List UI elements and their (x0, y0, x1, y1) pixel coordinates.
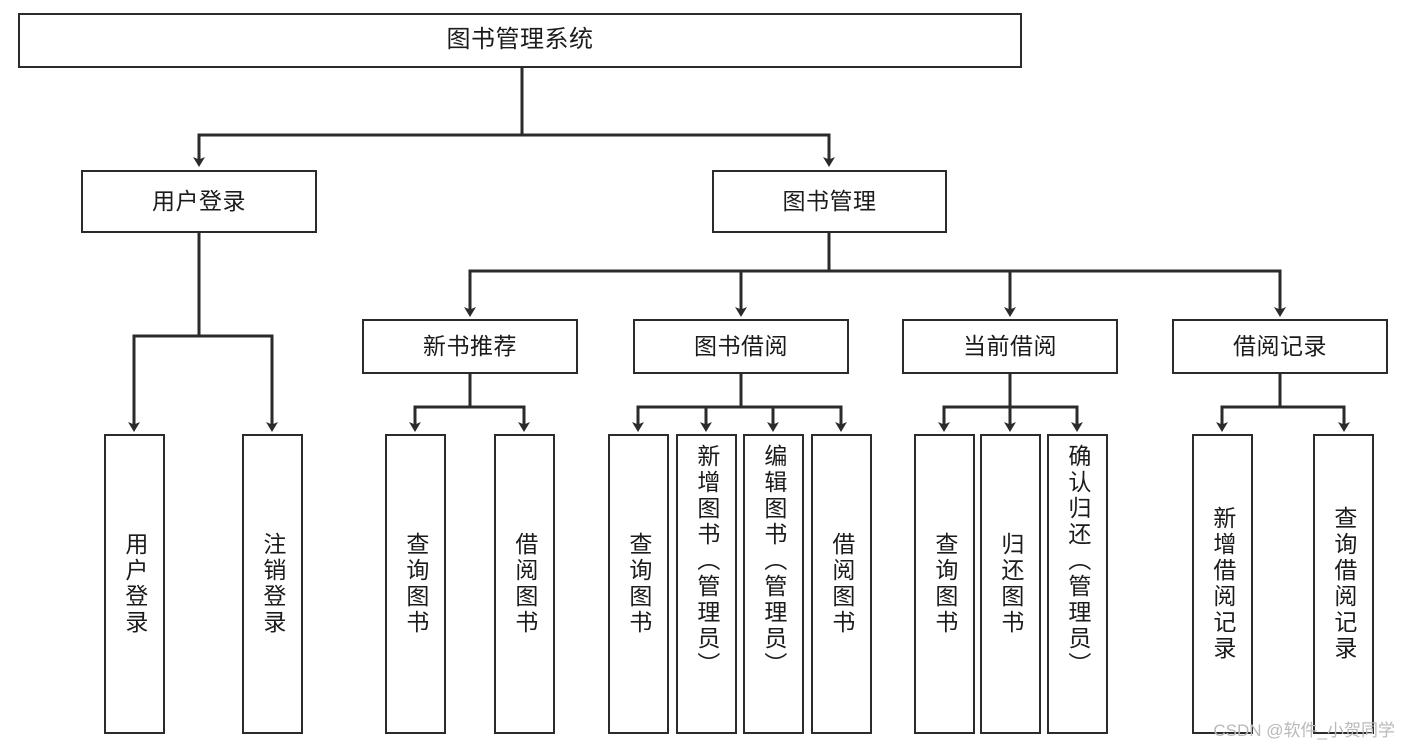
node-label: 确认归还（管理员） (1064, 444, 1091, 678)
leaf-query-book-recommend[interactable]: 查询图书 (385, 434, 446, 734)
node-label: 查询借阅记录 (1330, 506, 1357, 662)
node-book-manage[interactable]: 图书管理 (712, 170, 947, 233)
watermark-text: CSDN @软件_小贺同学 (1213, 721, 1395, 740)
node-label: 当前借阅 (963, 332, 1057, 359)
node-label: 借阅图书 (828, 532, 855, 636)
leaf-logout[interactable]: 注销登录 (242, 434, 303, 734)
node-label: 借阅图书 (511, 532, 538, 636)
node-label: 编辑图书（管理员） (760, 444, 787, 678)
node-label: 新增借阅记录 (1209, 506, 1236, 662)
node-user-login[interactable]: 用户登录 (81, 170, 317, 233)
node-label: 注销登录 (259, 532, 286, 636)
node-borrow-record[interactable]: 借阅记录 (1172, 319, 1388, 374)
node-label: 查询图书 (402, 532, 429, 636)
leaf-borrow-book-recommend[interactable]: 借阅图书 (494, 434, 555, 734)
node-label: 图书管理 (782, 187, 877, 214)
node-root-system[interactable]: 图书管理系统 (18, 13, 1022, 68)
leaf-query-borrow-record[interactable]: 查询借阅记录 (1313, 434, 1374, 734)
node-label: 用户登录 (121, 532, 148, 636)
leaf-confirm-return[interactable]: 确认归还（管理员） (1047, 434, 1108, 734)
leaf-query-book-borrow[interactable]: 查询图书 (608, 434, 669, 734)
node-label: 借阅记录 (1233, 332, 1327, 359)
node-label: 归还图书 (997, 532, 1024, 636)
leaf-user-login[interactable]: 用户登录 (104, 434, 165, 734)
leaf-return-book[interactable]: 归还图书 (980, 434, 1041, 734)
leaf-borrow-book[interactable]: 借阅图书 (811, 434, 872, 734)
node-current-borrow[interactable]: 当前借阅 (902, 319, 1118, 374)
leaf-add-borrow-record[interactable]: 新增借阅记录 (1192, 434, 1253, 734)
node-label: 用户登录 (152, 187, 246, 214)
leaf-add-book[interactable]: 新增图书（管理员） (676, 434, 737, 734)
node-book-borrow[interactable]: 图书借阅 (633, 319, 849, 374)
leaf-query-book-current[interactable]: 查询图书 (914, 434, 975, 734)
node-label: 查询图书 (931, 532, 958, 636)
leaf-edit-book[interactable]: 编辑图书（管理员） (743, 434, 804, 734)
node-label: 新书推荐 (423, 332, 517, 359)
node-label: 图书管理系统 (446, 26, 594, 54)
node-label: 图书借阅 (694, 332, 788, 359)
node-label: 查询图书 (625, 532, 652, 636)
node-new-book-recommend[interactable]: 新书推荐 (362, 319, 578, 374)
node-label: 新增图书（管理员） (693, 444, 720, 678)
